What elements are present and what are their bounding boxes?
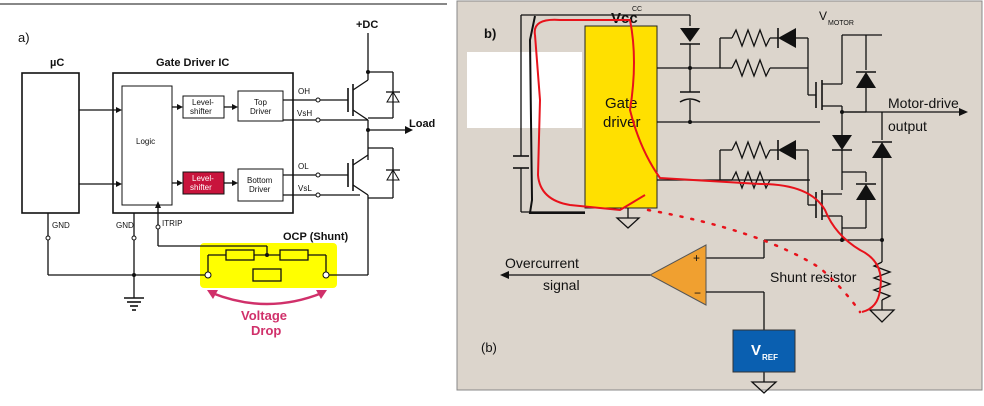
vmotor-label: V	[819, 9, 827, 23]
half-bridge	[320, 33, 413, 273]
voltage-drop-arrowhead-left	[207, 290, 218, 299]
shunt-network	[204, 246, 330, 282]
voltage-drop-l2: Drop	[251, 323, 281, 338]
overcurrent-l1: Overcurrent	[505, 255, 579, 271]
top-driver-block	[237, 90, 284, 122]
motor-output-l1: Motor-drive	[888, 95, 959, 111]
microcontroller-block	[21, 72, 80, 214]
level-shifter-top-l1: Level-	[192, 98, 214, 107]
top-driver-l2: Driver	[250, 107, 272, 116]
vcc-subscript: CC	[632, 6, 642, 13]
overcurrent-arrowhead	[500, 271, 509, 279]
comparator-minus: −	[694, 286, 701, 300]
shunt-label: Shunt resistor	[770, 269, 857, 285]
itrip-label: ITRIP	[162, 219, 182, 228]
motor-output-l2: output	[888, 118, 927, 134]
annotation-red-return-path	[534, 34, 646, 212]
overcurrent-l2: signal	[543, 277, 580, 293]
voltage-drop-arrowhead-right	[316, 290, 327, 299]
bottom-driver-block	[237, 168, 284, 202]
vref-wiring	[706, 291, 778, 394]
panel-a: a) µC GND Gate Driver IC Logic Level- sh…	[0, 3, 447, 338]
gate-driver-block	[584, 25, 658, 209]
ic-gnd-label: GND	[116, 221, 134, 230]
top-gate-network	[719, 28, 882, 135]
level-shifter-bottom-l1: Level-	[192, 174, 214, 183]
load-label: Load	[409, 118, 435, 130]
comparator	[648, 244, 707, 306]
uc-label: µC	[50, 57, 64, 69]
vref-subscript: REF	[762, 353, 778, 362]
bottom-gate-network	[719, 140, 884, 242]
uc-gnd-label: GND	[52, 221, 70, 230]
comparator-plus: +	[693, 251, 700, 265]
annotation-red-dotted-path	[646, 208, 862, 314]
pin-ol: OL	[298, 162, 309, 171]
panel-b-tag: b)	[484, 26, 496, 41]
vref-label: V	[751, 342, 761, 359]
annotation-black-loop	[528, 15, 585, 214]
dc-label: +DC	[356, 19, 378, 31]
voltage-drop-arrow	[211, 291, 323, 306]
bottom-driver-l2: Driver	[249, 185, 271, 194]
level-shifter-bottom-l2: shifter	[190, 183, 212, 192]
panel-b-tag-bottom: (b)	[481, 340, 497, 355]
bottom-driver-l1: Bottom	[247, 176, 273, 185]
vmotor-subscript: MOTOR	[828, 20, 854, 27]
vref-source	[732, 329, 796, 373]
voltage-drop-l1: Voltage	[241, 308, 287, 323]
level-shifter-top-l2: shifter	[190, 107, 212, 116]
uc-to-logic-wires	[79, 104, 238, 187]
annotation-red-current-path	[533, 18, 882, 313]
ground-wiring	[45, 201, 369, 311]
ocp-shunt-highlight	[200, 243, 337, 288]
output-node	[832, 108, 968, 240]
panel-b: b) (b) Vcc CC Gate driver	[456, 0, 983, 394]
pin-oh: OH	[298, 87, 310, 96]
pin-vsh: VsH	[297, 109, 312, 118]
gate-driver-l2: driver	[603, 114, 641, 131]
gate-ic-label: Gate Driver IC	[156, 57, 229, 69]
shunt-resistor	[706, 240, 896, 323]
logic-block	[121, 85, 173, 206]
white-mask-box	[467, 52, 582, 128]
pin-vsl: VsL	[298, 184, 312, 193]
logic-label: Logic	[136, 137, 155, 146]
panel-a-tag: a)	[18, 30, 30, 45]
ocp-label: OCP (Shunt)	[283, 231, 349, 243]
gate-driver-ic-block	[112, 72, 294, 214]
top-driver-l1: Top	[254, 98, 267, 107]
